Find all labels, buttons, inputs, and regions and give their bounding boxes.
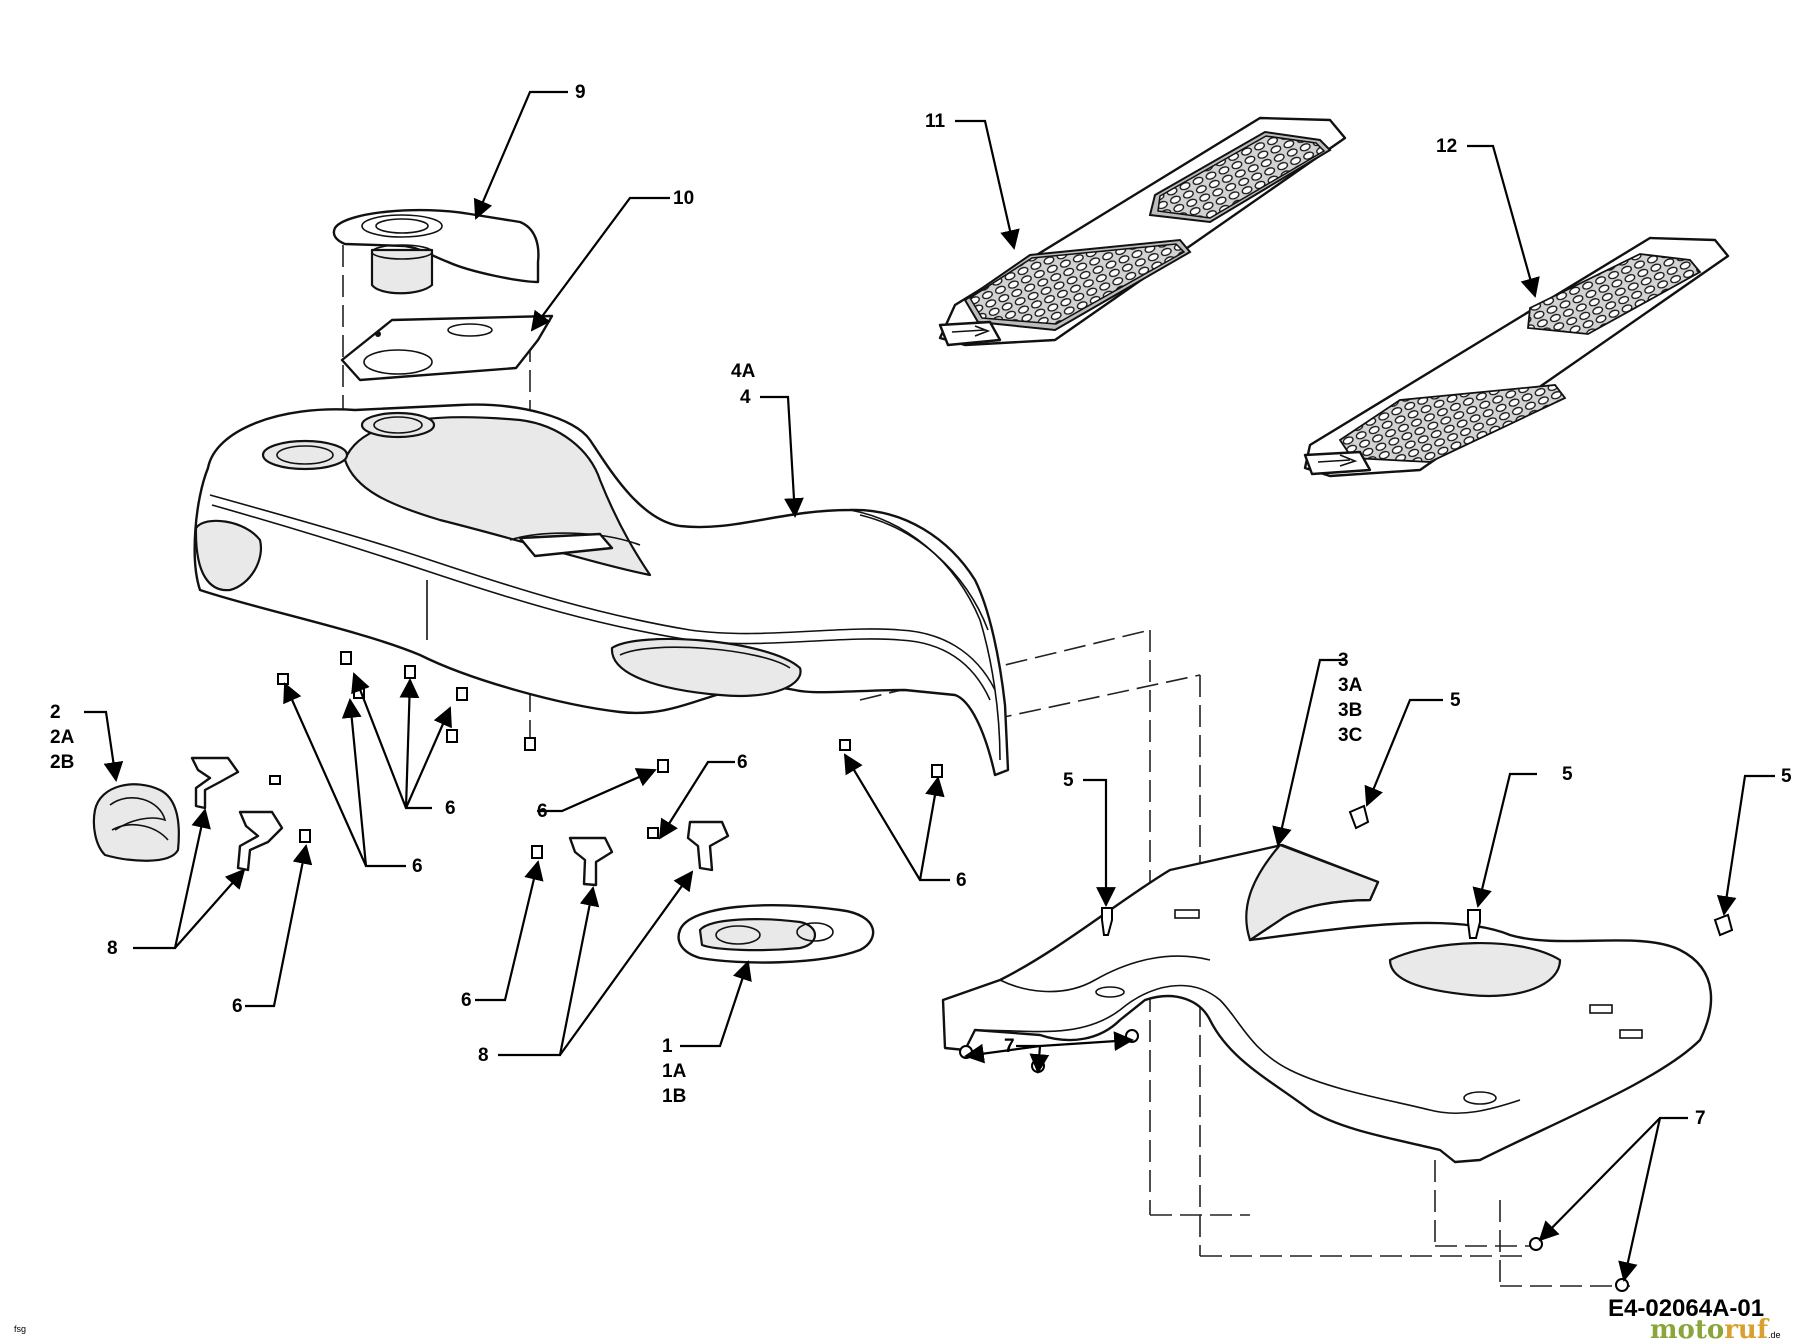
callout-6-f: 6 [232,996,243,1017]
bolts-part-5 [1101,804,1734,939]
cup-holder-part-9 [332,208,540,295]
callout-6-d: 6 [737,752,748,773]
callout-11: 11 [925,111,946,132]
callout-9: 9 [575,82,586,103]
callout-7-left: 7 [1004,1036,1015,1057]
callout-5-mid: 5 [1562,764,1573,785]
callout-7-right: 7 [1695,1108,1706,1129]
light-lens-part-2 [92,783,180,862]
callout-5-top: 5 [1450,690,1461,711]
callout-3: 3 [1338,650,1349,671]
callout-6-b: 6 [412,856,423,877]
callout-4a: 4A [731,361,756,382]
callout-1b: 1B [662,1086,686,1107]
footrest-part-12 [1303,236,1730,478]
bracket-part-8-c [568,836,614,887]
callout-3b: 3B [1338,700,1362,721]
callout-3c: 3C [1338,725,1363,746]
watermark-suffix: .de [1768,1330,1781,1340]
callout-1: 1 [662,1036,673,1057]
bracket-part-8-a [190,756,240,810]
watermark-part2: ruf [1724,1315,1770,1342]
callout-5-left: 5 [1063,770,1074,791]
footrest-part-11 [938,116,1347,347]
watermark-logo: motoruf.de [1650,1315,1781,1342]
fender-body-part-4 [193,403,1010,777]
callout-4: 4 [740,387,751,408]
callout-12: 12 [1436,136,1457,157]
light-bezel-part-1 [677,904,875,964]
bracket-part-8-b [236,810,284,872]
callout-6-c: 6 [537,801,548,822]
callout-1a: 1A [662,1061,687,1082]
callout-8-left: 8 [107,938,118,959]
callout-2b: 2B [50,752,74,773]
callout-2: 2 [50,702,61,723]
leader-lines [84,90,1775,1282]
callout-labels: 9 10 11 12 4A 4 2 2A 2B 3 3A 3B 3C 5 5 5… [50,82,1792,1129]
corner-mark: fsg [14,1324,26,1334]
plate-part-10 [340,314,554,382]
drawing-number: E4-02064A-01 [1608,1295,1764,1322]
callout-2a: 2A [50,727,75,748]
bracket-part-8-d [686,820,730,872]
callout-8-mid: 8 [478,1045,489,1066]
callout-6-e: 6 [956,870,967,891]
watermark-part1: moto [1650,1315,1724,1342]
svg-text:motoruf.de: motoruf.de [1650,1315,1781,1342]
callout-5-right: 5 [1781,766,1792,787]
callout-6-a: 6 [445,798,456,819]
callout-3a: 3A [1338,675,1363,696]
frame-pan-part-3 [941,843,1713,1164]
callout-10: 10 [673,188,694,209]
callout-6-g: 6 [461,990,472,1011]
